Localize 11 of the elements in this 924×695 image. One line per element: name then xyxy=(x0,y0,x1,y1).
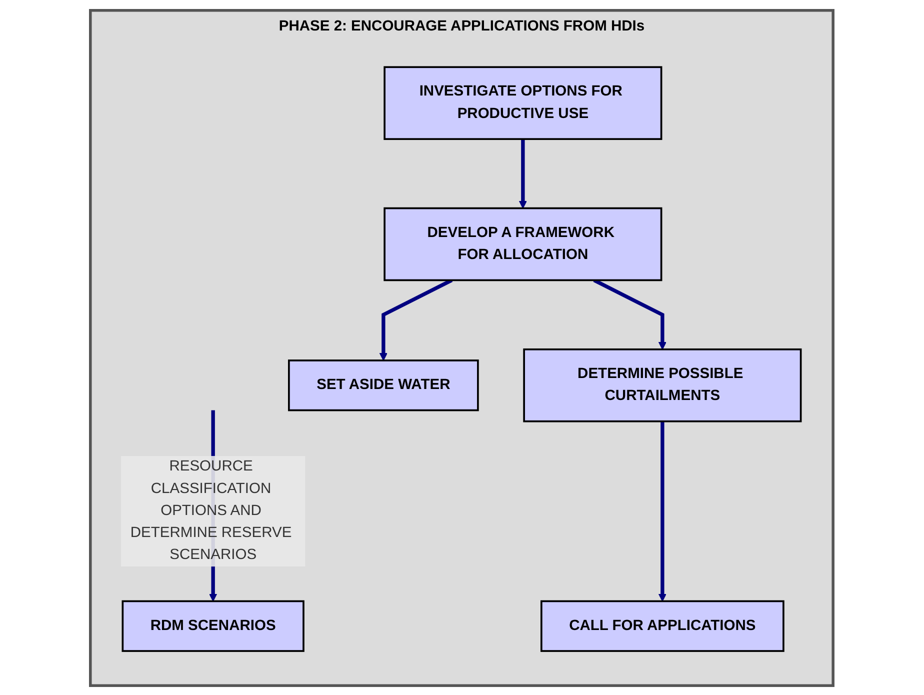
node-box: RDM SCENARIOS xyxy=(122,600,305,652)
arrow xyxy=(380,278,453,360)
arrow xyxy=(658,420,667,602)
edge-label: RESOURCE CLASSIFICATION OPTIONS AND DETERMINE RESERVE SCENARIOS xyxy=(130,458,292,562)
node-box: INVESTIGATE OPTIONS FOR PRODUCTIVE USE xyxy=(384,66,662,140)
node-box: DETERMINE POSSIBLE CURTAILMENTS xyxy=(523,348,802,422)
node-box: SET ASIDE WATER xyxy=(288,359,480,411)
node-box: DEVELOP A FRAMEWORK FOR ALLOCATION xyxy=(384,206,662,281)
arrow xyxy=(593,278,667,350)
node-box: CALL FOR APPLICATIONS xyxy=(540,600,785,652)
arrow xyxy=(519,138,528,208)
